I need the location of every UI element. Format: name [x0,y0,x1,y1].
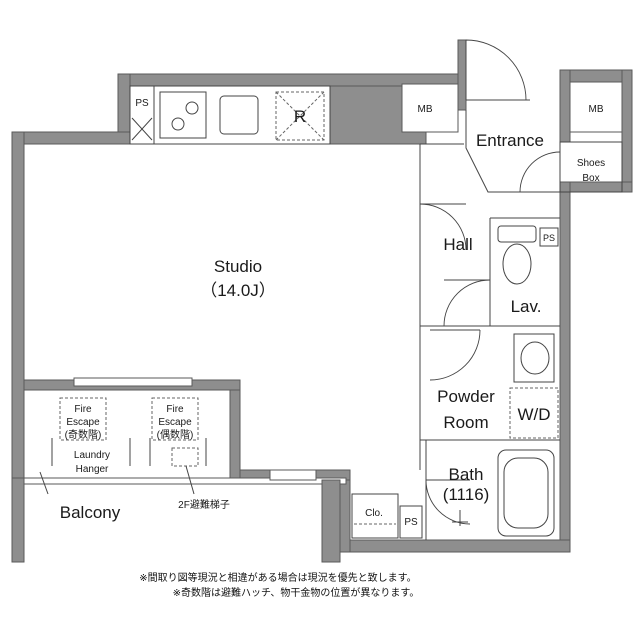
ps-toilet-box [539,227,559,247]
bath-size-label: (1116) [443,485,490,504]
toilet-bowl [502,243,532,285]
ps-kitchen-box [129,85,155,145]
burner-2-icon [185,101,199,115]
fridge-diag-a [275,91,325,141]
lav-label: Lav. [511,297,542,316]
wall-bottom [339,539,571,553]
closet-label: Clo. [365,508,383,519]
bathtub-inner [503,457,549,529]
powder-door-icon [429,329,481,381]
wall-entrance-left [457,39,467,111]
ps-toilet-label: PS [543,233,555,243]
shoes-box [559,141,623,193]
balcony-fixtures [39,397,207,495]
hall-label: Hall [443,235,472,254]
ladder-2f-label: 2F避難梯子 [178,498,230,511]
wall-balcony-right [229,379,241,481]
wall-kitchen-left [117,73,131,133]
wall-right [559,181,571,553]
notes: ※間取り図等現況と相違がある場合は現況を優先と致します。 ※奇数階は避難ハッチ、… [139,571,419,599]
stove [159,91,207,139]
studio-label: Studio [214,257,262,276]
wet-area [419,203,559,537]
mb-right-label: MB [589,104,604,115]
wall-mb-right-left [559,69,571,143]
ladder-leader [185,465,195,495]
refrigerator-label: R [294,107,306,126]
mb-left-box [401,83,459,133]
studio-size-label: （14.0J） [200,281,276,300]
fire-escape-2-label-b: Escape [158,417,192,428]
walls [11,39,633,563]
wall-balcony-end [321,479,341,563]
bathtub [497,449,555,537]
ps-bottom-label: PS [404,517,418,528]
fire-escape-1 [59,397,107,441]
entrance-area [465,39,623,193]
wall-top-right [559,69,633,83]
powder-room-label-1: Powder [437,387,495,406]
entrance-label: Entrance [476,131,544,150]
kitchen [129,85,331,145]
basin-icon [520,341,550,375]
shoes-box-label-2: Box [582,173,599,184]
fire-escape-1-label-a: Fire [74,404,92,415]
labels: Studio （14.0J） Entrance Hall Lav. Powder… [60,98,605,528]
burner-1-icon [171,117,185,131]
lav-door-icon [443,279,491,327]
bath-door-icon [425,479,471,525]
wd-label: W/D [517,405,550,424]
fire-escape-2-label-a: Fire [166,404,184,415]
balcony-label: Balcony [60,503,121,522]
entrance-door-icon [465,39,527,101]
wall-balcony-left [11,477,25,563]
mb-left-label: MB [418,104,433,115]
balcony-window [269,469,317,481]
balcony-leader [39,471,49,495]
toilet-tank [497,225,537,243]
closet [351,493,399,539]
closet-area [351,493,423,539]
note-1: ※間取り図等現況と相違がある場合は現況を優先と致します。 [139,571,416,584]
ps-kitchen-label: PS [135,98,149,109]
ladder-2f-box [171,447,199,467]
entrance-inner-door-icon [519,151,561,193]
wall-top-left [11,131,131,145]
fire-escape-1-label-b: Escape [66,417,100,428]
ps-bottom-box [399,505,423,539]
bath-label: Bath [449,465,484,484]
basin-counter [513,333,555,383]
note-2: ※奇数階は避難ハッチ、物干金物の位置が異なります。 [173,586,420,599]
washer-space [509,387,559,439]
fire-escape-2-label-c: (偶数階) [157,428,194,441]
wall-entrance-step [465,110,560,193]
wall-right-top [621,69,633,193]
fire-escape-2 [151,397,199,441]
shoes-box-label-1: Shoes [577,158,605,169]
powder-room-label-2: Room [443,413,488,432]
laundry-hanger-label-1: Laundry [74,450,110,461]
sink [219,95,259,135]
studio-window [73,377,193,387]
laundry-hanger-label-2: Hanger [76,464,109,475]
fridge-diag-b [275,91,325,141]
ps-kitchen-cross-b [131,117,153,141]
hall-door-icon [419,203,467,251]
refrigerator-space [275,91,325,141]
fire-escape-1-label-c: (奇数階) [65,428,102,441]
